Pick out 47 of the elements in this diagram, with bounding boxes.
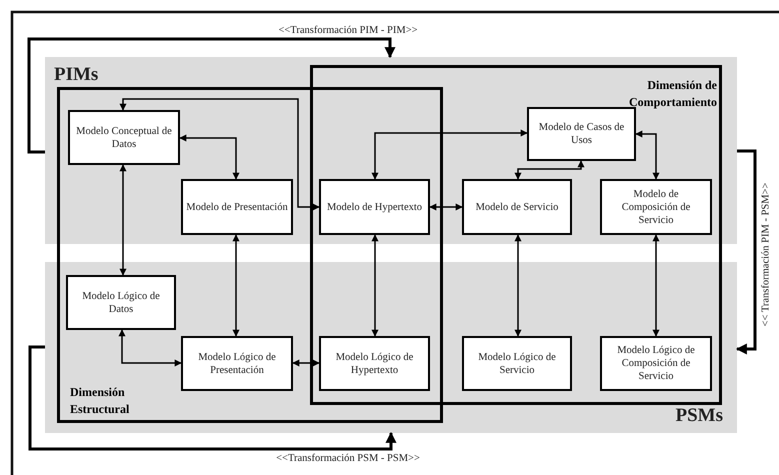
- model-box: [462, 336, 572, 391]
- edge-label: <<Transformación PSM - PSM>>: [275, 452, 421, 465]
- model-name: Modelo de Hypertexto: [326, 200, 422, 214]
- arrow: [429, 204, 463, 210]
- model-name: Modelo de Presentación: [186, 200, 288, 214]
- arrow: [28, 346, 396, 450]
- model-box: [462, 179, 572, 235]
- model-name: Modelo Conceptual de Datos: [75, 124, 173, 150]
- model-name: Modelo Lógico de Hypertexto: [334, 350, 414, 376]
- model-name: Modelo Lógico de Servicio: [477, 350, 557, 376]
- layer-title: PSMs: [676, 406, 723, 425]
- model-box: [527, 107, 636, 161]
- model-name: Modelo Lógico de Composición de Servicio: [616, 344, 696, 383]
- edge-label: <<Transformación PIM - PIM>>: [277, 24, 419, 37]
- model-box: [319, 179, 430, 235]
- arrow: [635, 130, 660, 180]
- edge-label: << Transformación PIM - PSM>>: [760, 182, 772, 328]
- arrow: [514, 160, 584, 180]
- arrow: [372, 130, 528, 180]
- arrow: [179, 134, 240, 180]
- model-box: [181, 179, 293, 235]
- dimension-title: Dimensión Estructural: [70, 384, 130, 418]
- model-name: Modelo Lógico de Presentación: [197, 350, 277, 376]
- arrow: [514, 234, 522, 337]
- arrow: [652, 234, 660, 337]
- arrow: [118, 329, 182, 366]
- arrow: [120, 164, 126, 276]
- model-box: [600, 179, 712, 235]
- model-box: [68, 110, 180, 165]
- arrow: [292, 360, 320, 366]
- arrow: [28, 38, 396, 154]
- arrow: [372, 234, 378, 337]
- model-box: [319, 336, 430, 391]
- arrow: [120, 98, 320, 210]
- model-name: Modelo de Casos de Usos: [538, 121, 626, 147]
- arrow: [232, 234, 240, 337]
- model-box: [600, 336, 712, 391]
- model-box: [66, 275, 176, 330]
- model-name: Modelo Lógico de Datos: [81, 290, 161, 316]
- dimension-title: Dimensión de Comportamiento: [628, 77, 717, 111]
- layer-band: [45, 57, 737, 244]
- model-name: Modelo de Composición de Servicio: [620, 188, 692, 226]
- layer-title: PIMs: [54, 65, 98, 84]
- model-name: Modelo de Servicio: [476, 200, 558, 214]
- arrow: [736, 150, 756, 354]
- model-box: [181, 336, 293, 391]
- layer-band: [45, 262, 737, 433]
